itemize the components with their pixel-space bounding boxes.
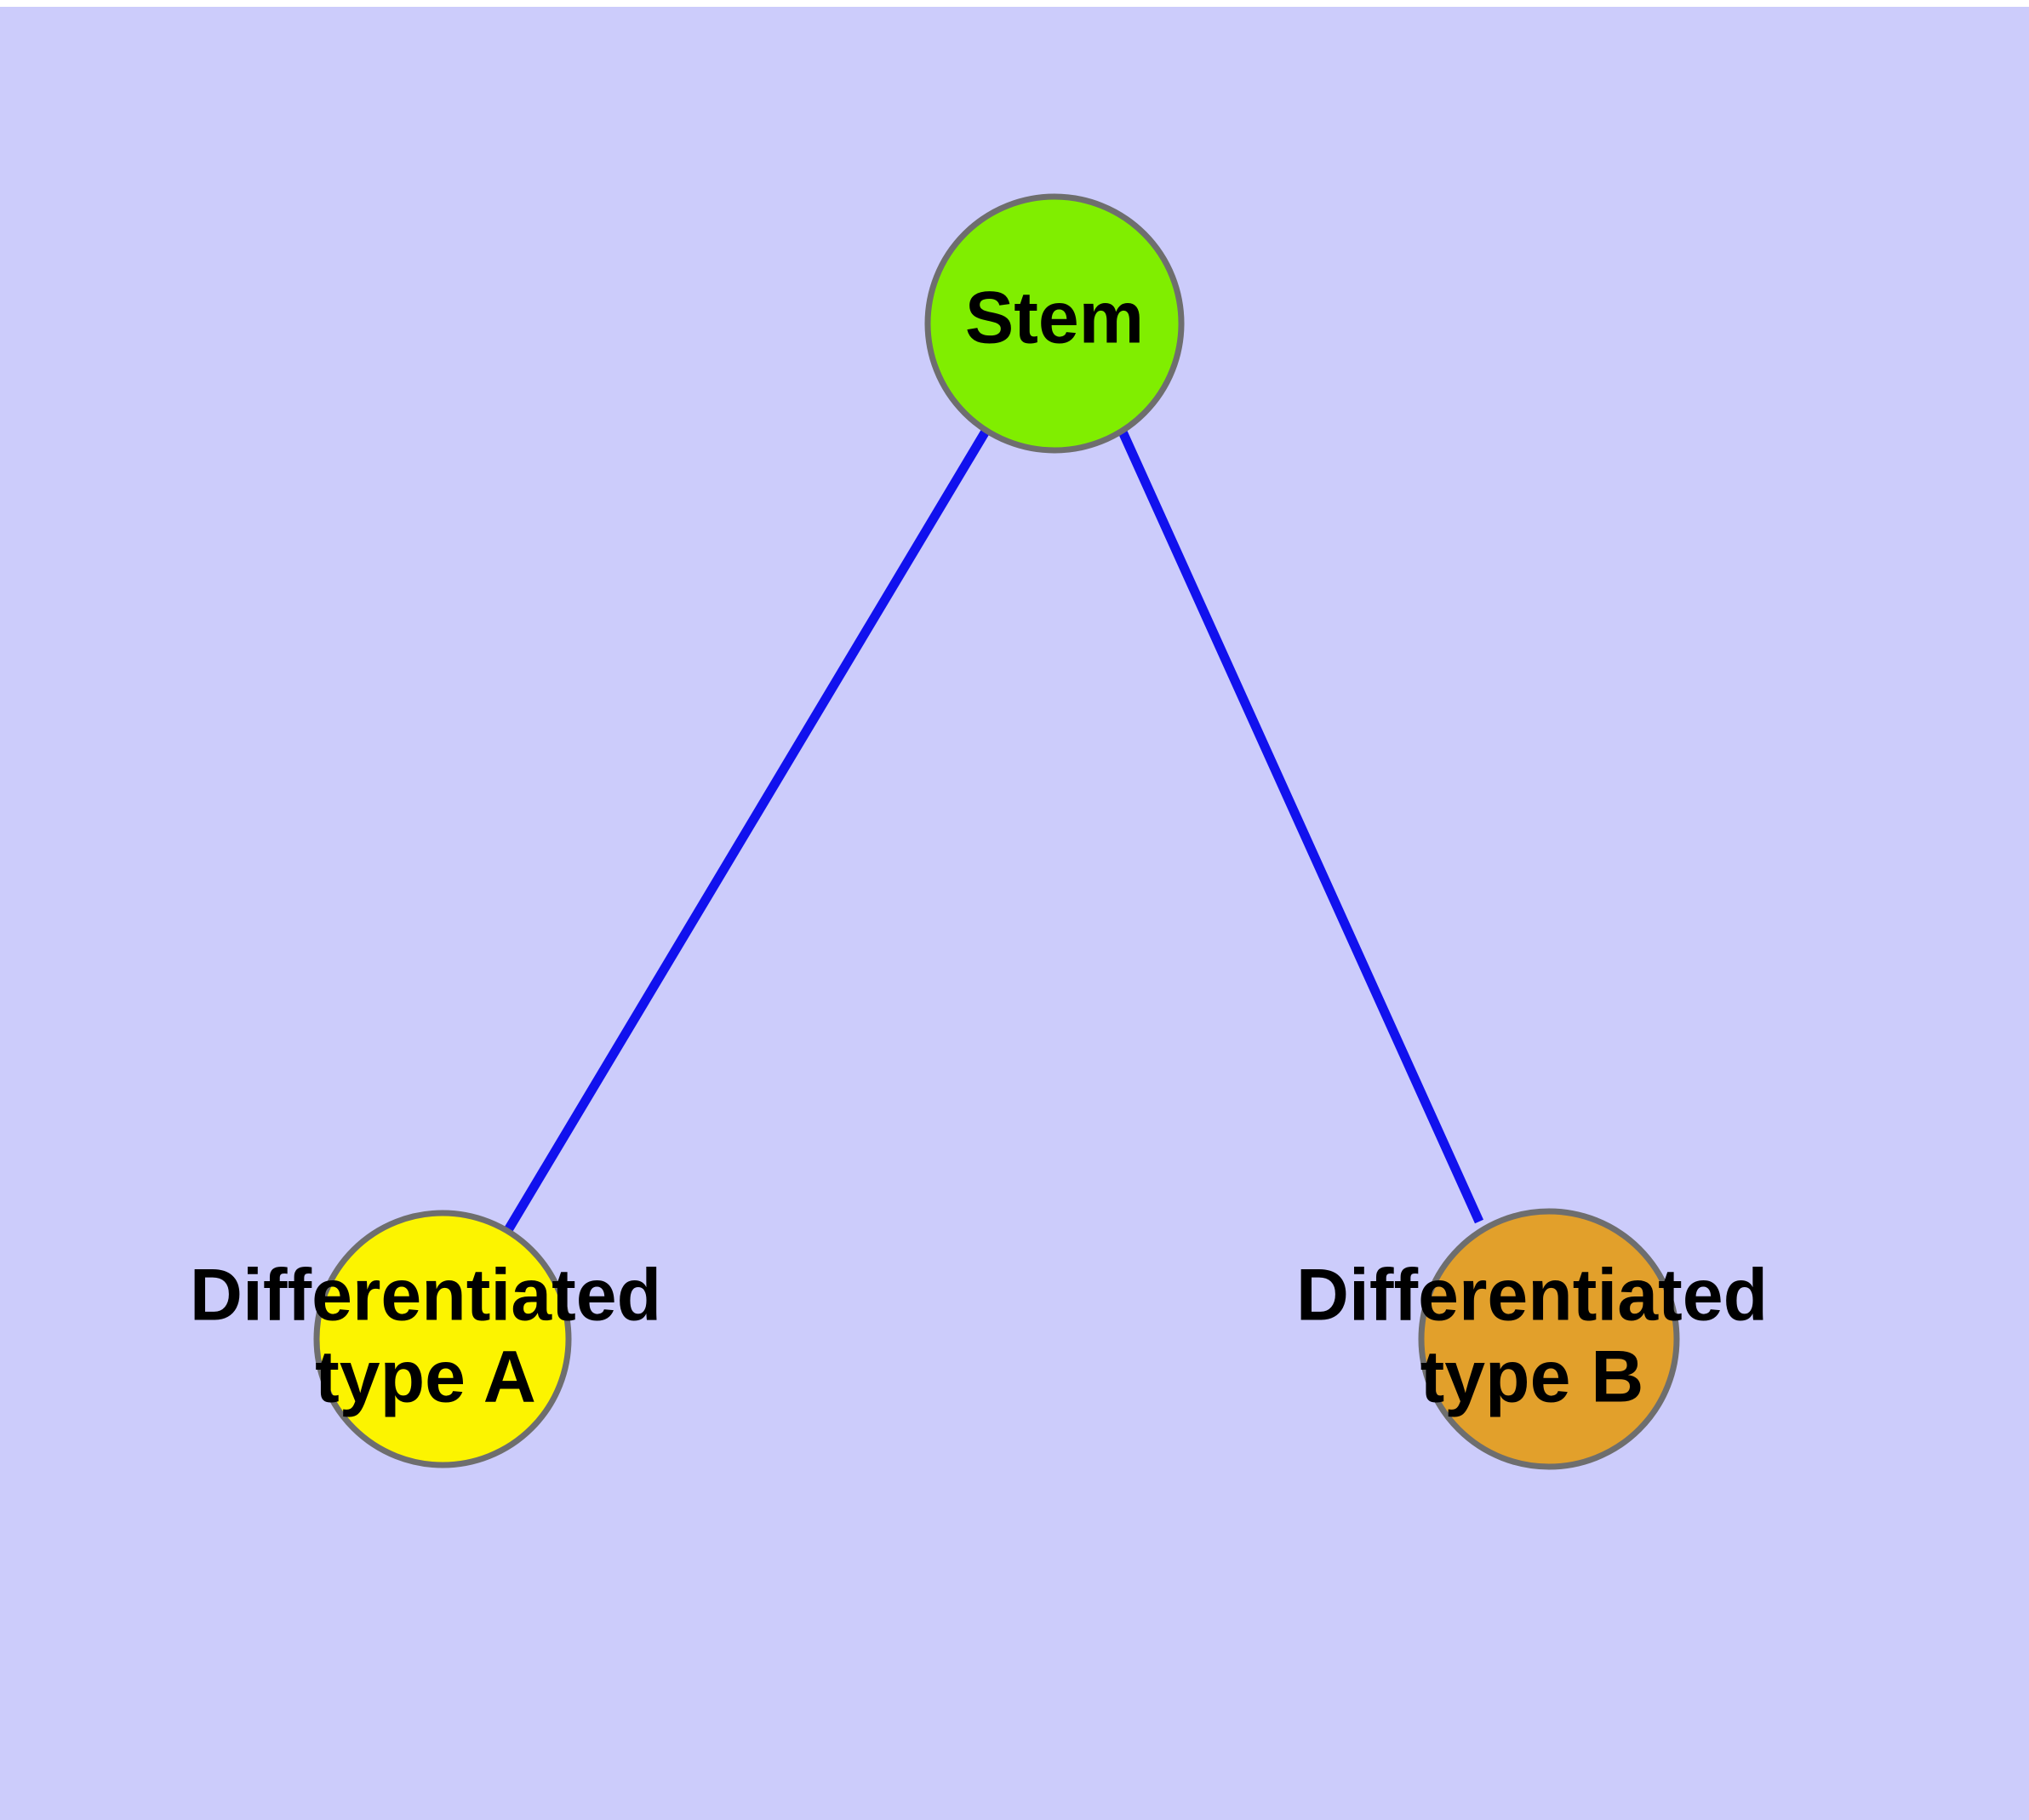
node-stem-label: Stem [965,278,1144,359]
node-layer [313,193,1680,1470]
edge-stem-to-differentiated-type-b[interactable] [1117,427,1484,1224]
node-stem-circle[interactable] [924,193,1185,454]
node-differentiated-type-b-label-line-1: Differentiated [1296,1255,1768,1336]
graph-svg: Stem Differentiated type A Differentiate… [190,193,1768,1470]
node-differentiated-type-b-label-line-2: type B [1420,1336,1644,1418]
label-layer: Stem Differentiated type A Differentiate… [190,278,1768,1418]
graph-background: Stem Differentiated type A Differentiate… [0,7,2029,1820]
edge-layer [504,427,1484,1233]
node-differentiated-type-a-circle[interactable] [313,1210,572,1468]
node-differentiated-type-a-label-line-2: type A [315,1336,536,1418]
node-differentiated-type-a-label-line-1: Differentiated [190,1255,661,1336]
edge-stem-to-differentiated-type-a[interactable] [504,427,991,1233]
node-differentiated-type-b-circle[interactable] [1418,1208,1680,1470]
